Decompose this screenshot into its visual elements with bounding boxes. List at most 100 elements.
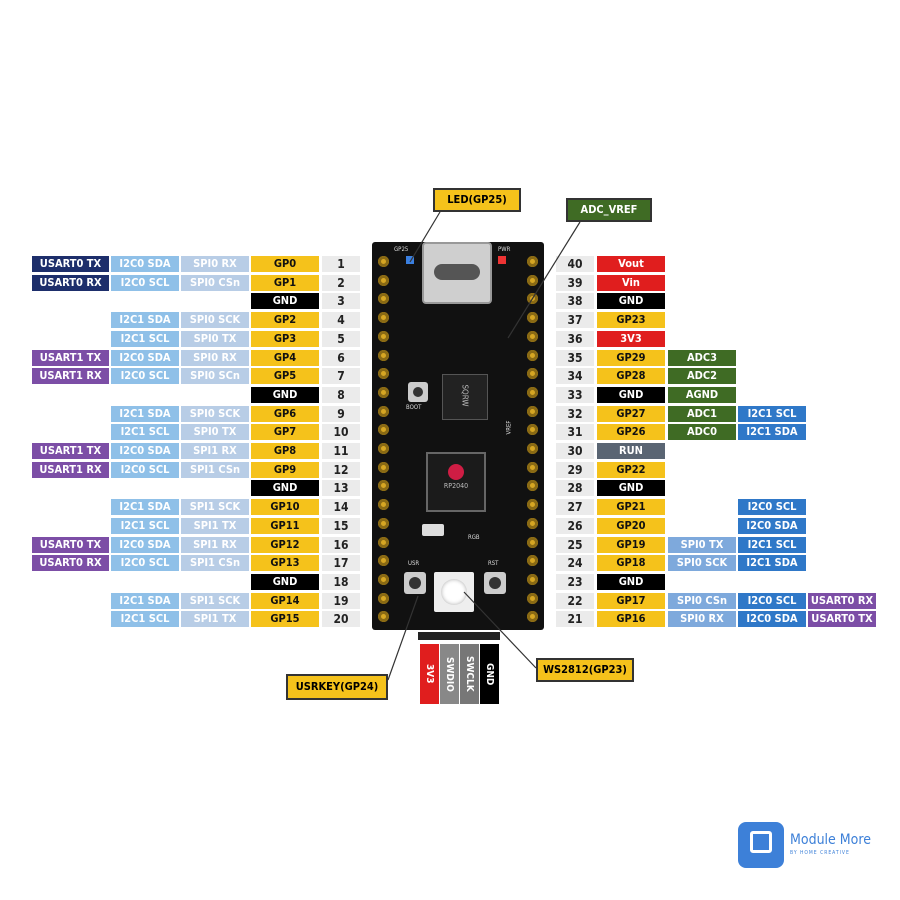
gpio-label: GP5 xyxy=(251,368,319,385)
swd-pin-label: SWDIO xyxy=(440,644,459,704)
header-pad xyxy=(378,480,389,492)
header-pad xyxy=(527,461,538,473)
pin-number: 4 xyxy=(322,312,360,329)
usart-label: USART1 TX xyxy=(32,349,109,366)
pin-number: 10 xyxy=(322,424,360,441)
silk-usr: USR xyxy=(408,560,420,567)
chip-icon xyxy=(750,831,772,853)
gpio-label: GP12 xyxy=(251,536,319,553)
function-label: ADC0 xyxy=(668,424,736,441)
header-pad xyxy=(527,330,538,342)
gpio-label: GP18 xyxy=(597,555,665,572)
gpio-label: GP28 xyxy=(597,368,665,385)
rst-button[interactable] xyxy=(484,572,506,594)
silk-boot: BOOT xyxy=(406,404,422,411)
i2c-label: I2C0 SDA xyxy=(111,256,179,272)
gpio-label: GP14 xyxy=(251,592,319,609)
pin-number: 3 xyxy=(322,293,360,310)
function-label: ADC3 xyxy=(668,349,736,366)
pin-number: 26 xyxy=(556,517,594,534)
header-pad xyxy=(378,274,389,286)
header-pad xyxy=(378,499,389,511)
callout-userkey: USRKEY(GP24) xyxy=(286,674,388,700)
i2c-label: I2C1 SDA xyxy=(738,555,806,572)
i2c-label: I2C1 SCL xyxy=(111,330,179,347)
header-pad xyxy=(527,499,538,511)
header-pad xyxy=(527,536,538,548)
header-pad xyxy=(378,592,389,604)
gpio-label: GP26 xyxy=(597,424,665,441)
brand-tagline: BY HOME CREATIVE xyxy=(790,850,850,856)
pin-number: 22 xyxy=(556,592,594,609)
spi-label: SPI0 RX xyxy=(181,349,249,366)
gnd-label: GND xyxy=(251,293,319,310)
i2c-label: I2C0 SDA xyxy=(738,611,806,628)
pin-number: 17 xyxy=(322,555,360,572)
header-pad xyxy=(378,293,389,305)
led-pwr xyxy=(498,256,506,264)
i2c-label: I2C1 SCL xyxy=(111,424,179,441)
gpio-label: 3V3 xyxy=(597,330,665,347)
spi-label: SPI0 TX xyxy=(181,424,249,441)
i2c-label: I2C0 SCL xyxy=(111,368,179,385)
gpio-label: GP20 xyxy=(597,517,665,534)
i2c-label: I2C1 SDA xyxy=(111,592,179,609)
gpio-label: GND xyxy=(597,293,665,310)
pin-number: 14 xyxy=(322,499,360,516)
gpio-label: GP23 xyxy=(597,312,665,329)
i2c-label: I2C1 SDA xyxy=(738,424,806,441)
header-pad xyxy=(378,330,389,342)
swd-pin-label: SWCLK xyxy=(460,644,479,704)
usart-label: USART0 TX xyxy=(808,611,876,628)
header-pad xyxy=(378,461,389,473)
pin-number: 40 xyxy=(556,256,594,272)
crystal xyxy=(422,524,444,536)
pin-number: 5 xyxy=(322,330,360,347)
header-pad xyxy=(378,443,389,454)
user-key-button[interactable] xyxy=(404,572,426,594)
pin-number: 6 xyxy=(322,349,360,366)
usart-label: USART0 TX xyxy=(32,256,109,272)
header-pad xyxy=(527,349,538,361)
i2c-label: I2C1 SCL xyxy=(738,536,806,553)
header-pad xyxy=(527,592,538,604)
gpio-label: GP16 xyxy=(597,611,665,628)
boot-button[interactable] xyxy=(408,382,428,402)
pin-number: 33 xyxy=(556,386,594,403)
gpio-label: GP2 xyxy=(251,312,319,329)
usart-label: USART1 RX xyxy=(32,461,109,478)
gpio-label: GP27 xyxy=(597,405,665,422)
header-pad xyxy=(378,312,389,324)
pin-number: 12 xyxy=(322,461,360,478)
pin-number: 31 xyxy=(556,424,594,441)
i2c-label: I2C0 SCL xyxy=(111,274,179,291)
chip-sqrw: SQRW xyxy=(442,374,488,420)
gpio-label: RUN xyxy=(597,443,665,459)
pin-number: 23 xyxy=(556,573,594,590)
pin-number: 28 xyxy=(556,480,594,497)
header-pad xyxy=(527,256,538,267)
spi-label: SPI0 SCn xyxy=(181,368,249,385)
pin-number: 37 xyxy=(556,312,594,329)
gpio-label: GP29 xyxy=(597,349,665,366)
spi-label: SPI0 SCK xyxy=(181,405,249,422)
pin-number: 36 xyxy=(556,330,594,347)
pin-number: 32 xyxy=(556,405,594,422)
ws2812-led xyxy=(434,572,474,612)
gpio-label: GP17 xyxy=(597,592,665,609)
header-pad xyxy=(378,555,389,567)
gpio-label: GP6 xyxy=(251,405,319,422)
swd-pin-label: 3V3 xyxy=(420,644,439,704)
pin-number: 25 xyxy=(556,536,594,553)
gpio-label: GP15 xyxy=(251,611,319,628)
pin-number: 18 xyxy=(322,573,360,590)
gpio-label: GP21 xyxy=(597,499,665,516)
spi-label: SPI1 TX xyxy=(181,611,249,628)
header-pad xyxy=(378,368,389,380)
raspberry-icon xyxy=(448,464,464,480)
gpio-label: GND xyxy=(597,386,665,403)
gnd-label: GND xyxy=(251,480,319,497)
usart-label: USART0 RX xyxy=(32,555,109,572)
header-pad xyxy=(527,405,538,417)
brand-logo xyxy=(738,822,784,868)
